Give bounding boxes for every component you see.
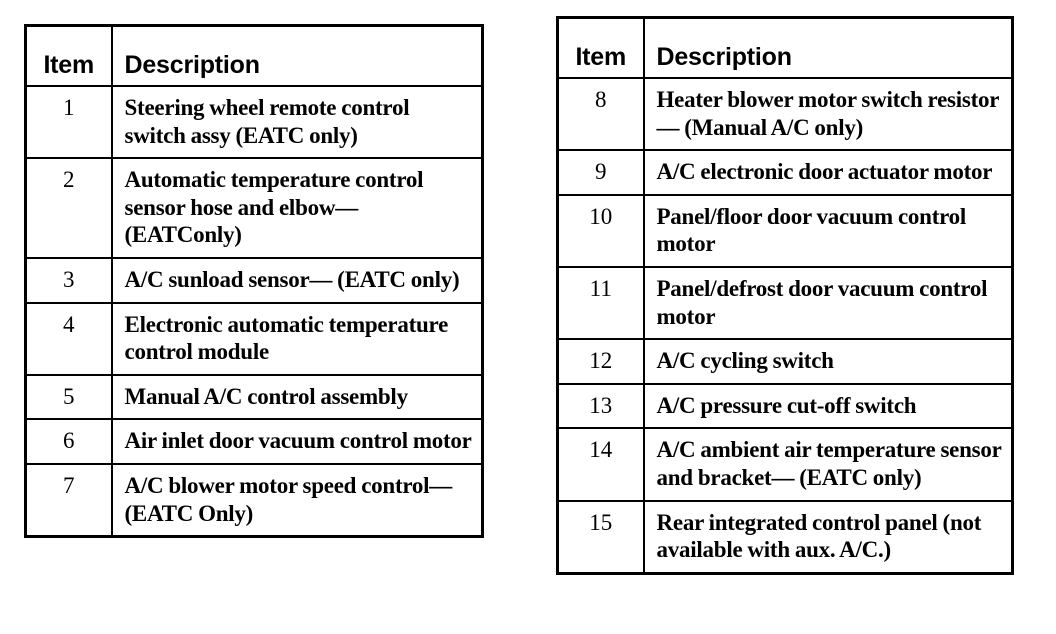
- item-number: 4: [24, 301, 113, 376]
- item-description: Air inlet door vacuum control motor: [110, 418, 484, 465]
- item-number: 15: [556, 499, 645, 575]
- item-description: A/C sunload sensor— (EATC only): [110, 256, 484, 304]
- table-row: 5 Manual A/C control assembly: [24, 373, 484, 421]
- column-header-item: Item: [556, 16, 645, 79]
- table-row: 7 A/C blower motor speed control— (EATC …: [24, 462, 484, 538]
- item-description: Panel/defrost door vacuum control motor: [642, 265, 1014, 341]
- item-description: Rear integrated control panel (not avail…: [642, 499, 1014, 575]
- item-table-right: Item Description 8 Heater blower motor s…: [556, 16, 1014, 575]
- item-number: 5: [24, 373, 113, 421]
- table-row: 9 A/C electronic door actuator motor: [556, 149, 1014, 196]
- item-number: 6: [24, 418, 113, 465]
- column-header-description: Description: [110, 24, 484, 87]
- item-number: 12: [556, 338, 645, 385]
- item-description: Heater blower motor switch resistor— (Ma…: [642, 76, 1014, 152]
- item-description: Electronic automatic temperature control…: [110, 301, 484, 376]
- table-row: 6 Air inlet door vacuum control motor: [24, 418, 484, 465]
- table-row: 10 Panel/floor door vacuum control motor: [556, 193, 1014, 268]
- table-row: 8 Heater blower motor switch resistor— (…: [556, 76, 1014, 152]
- table-row: 14 A/C ambient air temperature sensor an…: [556, 427, 1014, 502]
- item-number: 1: [24, 84, 113, 160]
- item-number: 11: [556, 265, 645, 341]
- table-row: 13 A/C pressure cut-off switch: [556, 382, 1014, 430]
- table-row: 11 Panel/defrost door vacuum control mot…: [556, 265, 1014, 341]
- item-table-left: Item Description 1 Steering wheel remote…: [24, 24, 484, 539]
- table-header-row: Item Description: [24, 24, 484, 87]
- item-description: A/C blower motor speed control— (EATC On…: [110, 462, 484, 538]
- item-description: Steering wheel remote control switch ass…: [110, 84, 484, 160]
- item-description: Panel/floor door vacuum control motor: [642, 193, 1014, 268]
- item-description: A/C cycling switch: [642, 338, 1014, 385]
- item-number: 2: [24, 157, 113, 259]
- item-number: 9: [556, 149, 645, 196]
- table-row: 4 Electronic automatic temperature contr…: [24, 301, 484, 376]
- item-number: 13: [556, 382, 645, 430]
- item-description: Automatic temperature control sensor hos…: [110, 157, 484, 259]
- item-number: 3: [24, 256, 113, 304]
- item-description: A/C electronic door actuator motor: [642, 149, 1014, 196]
- item-number: 14: [556, 427, 645, 502]
- item-number: 8: [556, 76, 645, 152]
- table-row: 12 A/C cycling switch: [556, 338, 1014, 385]
- item-description: A/C ambient air temperature sensor and b…: [642, 427, 1014, 502]
- table-row: 1 Steering wheel remote control switch a…: [24, 84, 484, 160]
- table-row: 15 Rear integrated control panel (not av…: [556, 499, 1014, 575]
- table-row: 2 Automatic temperature control sensor h…: [24, 157, 484, 259]
- column-header-description: Description: [642, 16, 1014, 79]
- item-description: Manual A/C control assembly: [110, 373, 484, 421]
- item-description: A/C pressure cut-off switch: [642, 382, 1014, 430]
- table-row: 3 A/C sunload sensor— (EATC only): [24, 256, 484, 304]
- table-header-row: Item Description: [556, 16, 1014, 79]
- item-number: 7: [24, 462, 113, 538]
- column-header-item: Item: [24, 24, 113, 87]
- item-number: 10: [556, 193, 645, 268]
